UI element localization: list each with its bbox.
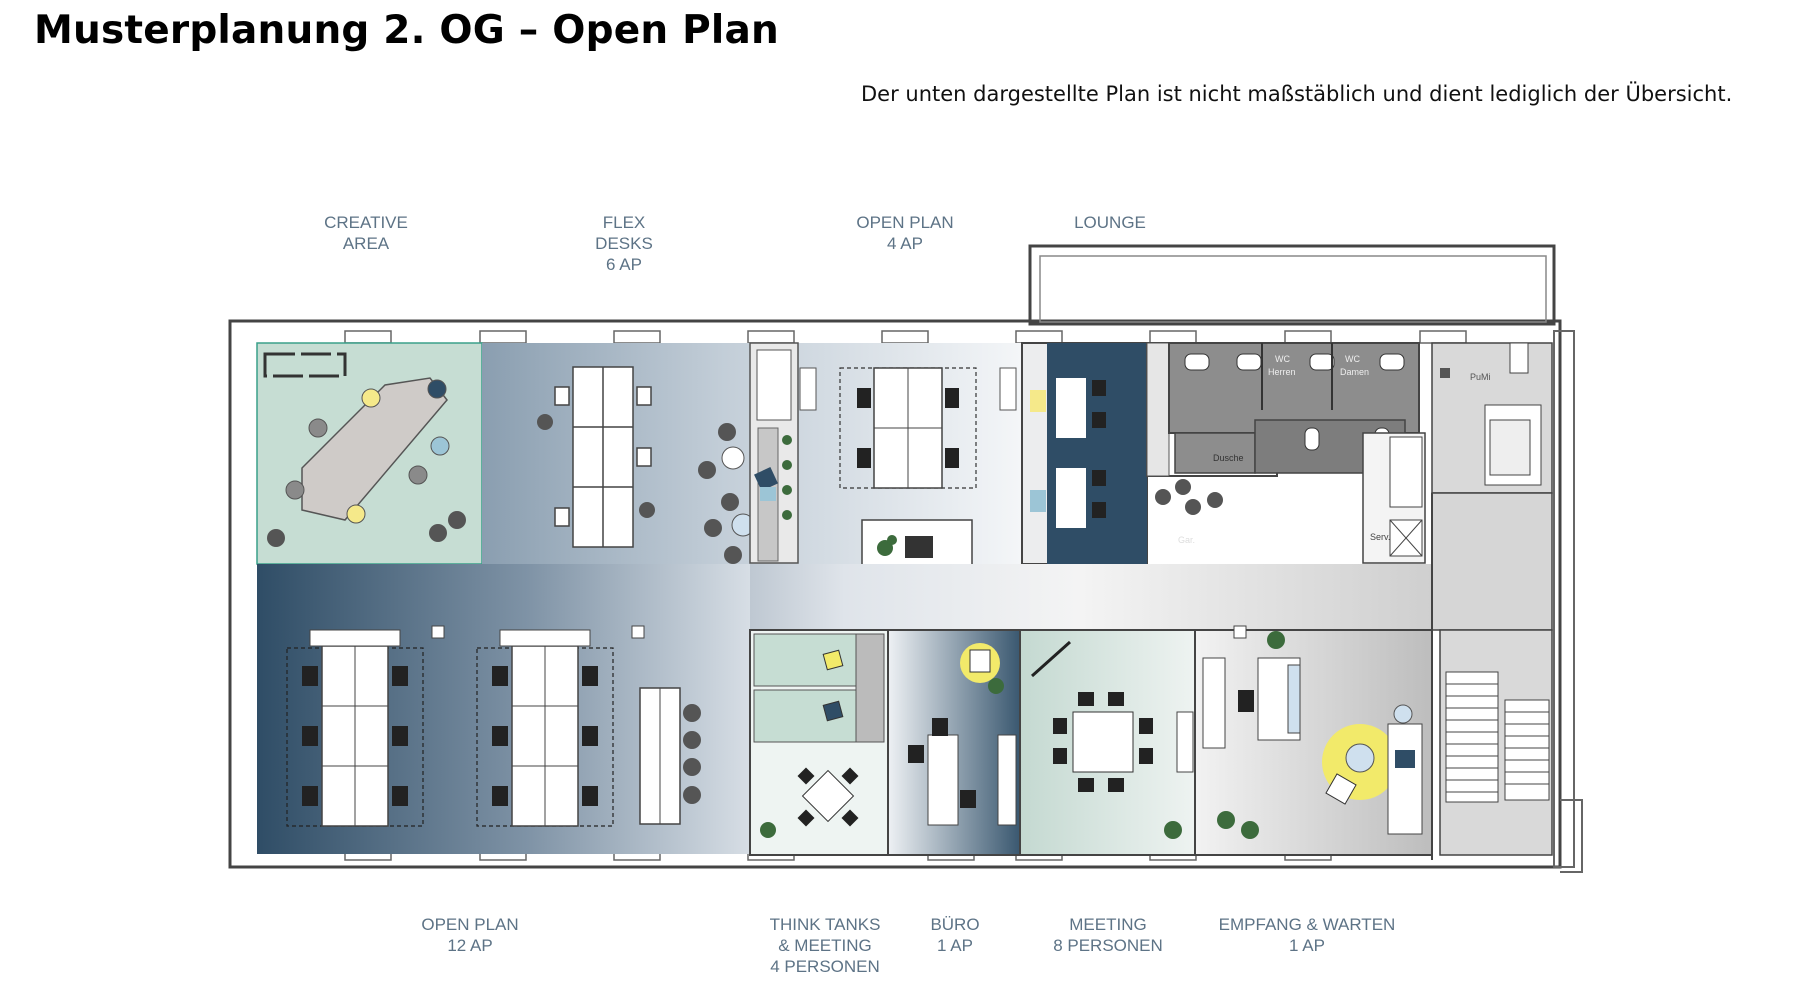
room-tag-wc-herren: WC	[1275, 354, 1290, 364]
shelving-wall	[749, 342, 799, 564]
flex-desks	[554, 366, 652, 548]
lounge-room: Gar.	[1021, 342, 1223, 565]
room-tag-pumi: PuMi	[1470, 372, 1491, 382]
open-plan-4-desks	[799, 367, 1017, 567]
page-title: Musterplanung 2. OG – Open Plan	[34, 8, 779, 53]
stool-icon	[537, 414, 742, 564]
room-tag-dusche: Dusche	[1213, 453, 1244, 463]
stairwell	[1439, 629, 1553, 856]
creative-area-room	[256, 342, 483, 565]
empfang-room	[1194, 625, 1433, 856]
disclaimer-note: Der unten dargestellte Plan ist nicht ma…	[861, 82, 1733, 106]
room-tag-wc-herren-sub: Herren	[1268, 367, 1296, 377]
plant-icon	[760, 822, 776, 838]
zone-label-lounge: LOUNGE	[1074, 213, 1146, 232]
plant-icon	[877, 535, 897, 556]
office-chair-icon	[960, 790, 976, 808]
service-rooms: Serv. PuMi	[1362, 342, 1553, 564]
open-plan-12-desks	[286, 625, 701, 827]
plant-icon	[988, 678, 1004, 694]
plant-icon	[1164, 821, 1182, 839]
office-chair-icon	[1238, 690, 1254, 712]
plant-icon	[1217, 631, 1285, 839]
room-tag-gar: Gar.	[1178, 535, 1195, 545]
stool-icon	[267, 379, 466, 547]
meeting-room	[1019, 629, 1196, 856]
think-tanks-rooms	[749, 629, 889, 856]
plant-icon	[782, 435, 792, 520]
room-tag-server: Serv.	[1370, 532, 1390, 542]
office-chair-icon	[908, 745, 924, 763]
armchair-icon	[754, 467, 778, 501]
room-tag-wc-damen: WC	[1345, 354, 1360, 364]
room-tag-wc-damen-sub: Damen	[1340, 367, 1369, 377]
buero-room	[887, 629, 1021, 856]
office-chair-icon	[302, 666, 598, 806]
